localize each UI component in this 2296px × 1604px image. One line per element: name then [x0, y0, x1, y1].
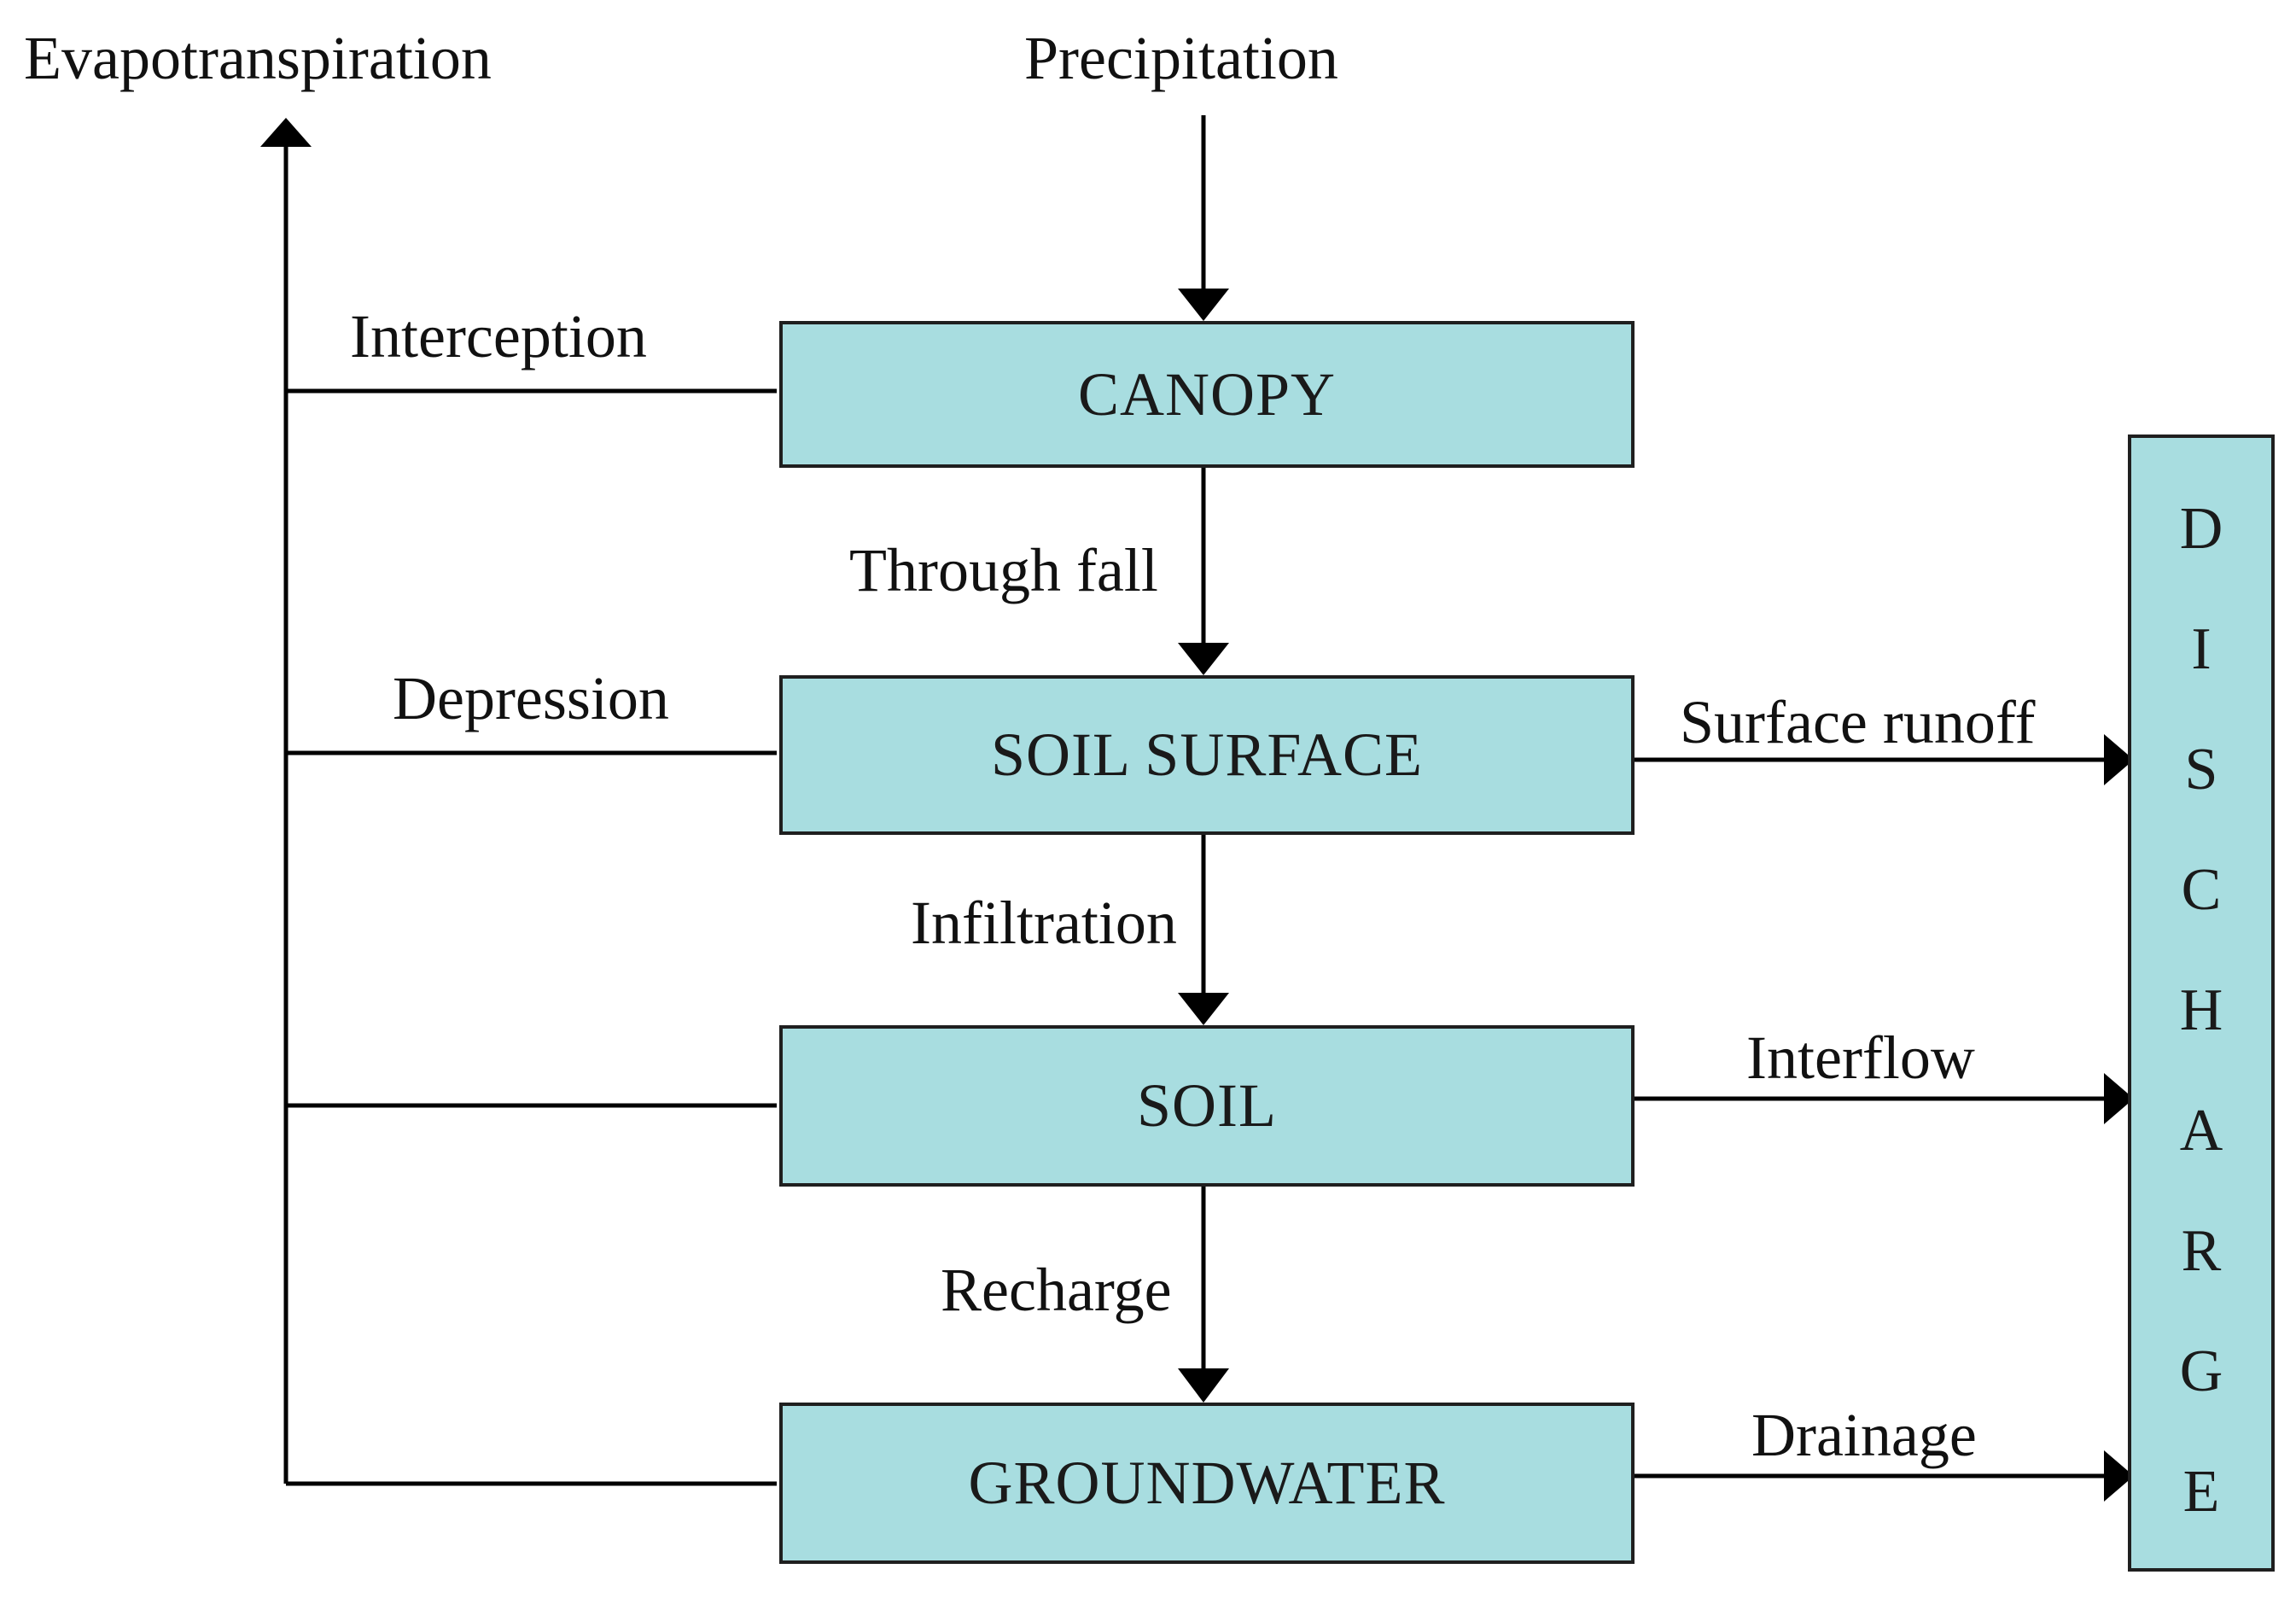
- discharge-letter: S: [2184, 737, 2218, 802]
- drainage-label: Drainage: [1751, 1401, 1977, 1469]
- surface-runoff-arrowhead: [2104, 734, 2134, 785]
- discharge-letter: H: [2179, 977, 2223, 1043]
- groundwater-box: GROUNDWATER: [779, 1403, 1635, 1564]
- interflow-label: Interflow: [1746, 1024, 1975, 1092]
- interception-label: Interception: [350, 302, 647, 370]
- groundwater-box-label: GROUNDWATER: [968, 1449, 1446, 1517]
- soil-surface-box: SOIL SURFACE: [779, 675, 1635, 835]
- discharge-letter: R: [2181, 1218, 2222, 1284]
- discharge-letter: A: [2179, 1098, 2223, 1164]
- through-fall-arrowhead: [1178, 643, 1229, 675]
- discharge-letter: E: [2182, 1459, 2220, 1525]
- discharge-letter: C: [2181, 857, 2222, 923]
- through-fall-label: Through fall: [849, 536, 1158, 604]
- precipitation-arrowhead: [1178, 289, 1229, 321]
- surface-runoff-label: Surface runoff: [1680, 688, 2036, 756]
- depression-label: Depression: [393, 664, 669, 732]
- discharge-letter: I: [2191, 616, 2212, 682]
- drainage-arrowhead: [2104, 1450, 2134, 1502]
- evapotranspiration-arrowhead: [260, 118, 312, 147]
- soil-surface-box-label: SOIL SURFACE: [990, 720, 1424, 789]
- evapotranspiration-label: Evapotranspiration: [24, 24, 492, 92]
- infiltration-label: Infiltration: [911, 889, 1177, 957]
- discharge-letter: G: [2179, 1339, 2223, 1404]
- infiltration-arrowhead: [1178, 993, 1229, 1025]
- recharge-arrowhead: [1178, 1368, 1229, 1403]
- interflow-arrowhead: [2104, 1073, 2134, 1124]
- canopy-box: CANOPY: [779, 321, 1635, 468]
- discharge-box: D I S C H A R G E: [2128, 435, 2275, 1572]
- canopy-box-label: CANOPY: [1077, 359, 1337, 429]
- soil-box-label: SOIL: [1137, 1071, 1277, 1140]
- precipitation-label: Precipitation: [1024, 24, 1338, 92]
- recharge-label: Recharge: [941, 1256, 1172, 1324]
- discharge-letter: D: [2179, 496, 2223, 562]
- soil-box: SOIL: [779, 1025, 1635, 1187]
